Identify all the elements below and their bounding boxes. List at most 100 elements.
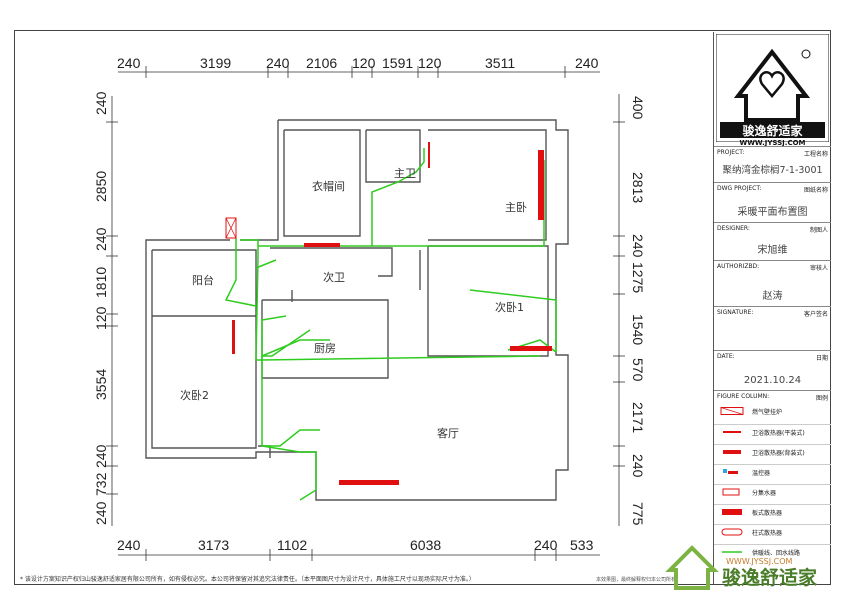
living-radiator	[339, 480, 399, 485]
right-dimension-line	[613, 94, 625, 526]
dim-top-9: 240	[575, 55, 599, 71]
project-cn-label: 工程名称	[803, 151, 828, 158]
date-value: 2021.10.24	[743, 375, 802, 386]
footer-note-2: 本效果图，最终解释权归本公司所有	[596, 577, 677, 583]
room-master-bedroom: 主卧	[505, 201, 527, 214]
bath-radiator-back-icon	[720, 448, 744, 455]
legend-label: 分集水器	[752, 490, 777, 497]
dim-top-7: 120	[418, 55, 442, 71]
dim-right-9: 775	[630, 502, 646, 526]
dim-left-9: 240	[93, 501, 109, 525]
brand-logo: 骏逸舒适家	[716, 34, 829, 142]
project-label: PROJECT:	[717, 149, 745, 156]
dim-right-1: 400	[630, 96, 646, 120]
signature-cn-label: 客户签名	[803, 311, 828, 318]
dim-top-6: 1591	[382, 55, 413, 71]
dim-left-3: 240	[93, 227, 109, 251]
dim-top-3: 240	[266, 55, 290, 71]
dim-bottom-4: 6038	[410, 537, 441, 553]
legend-item: 卫浴散热器(背装式)	[714, 444, 831, 459]
designer-value: 宋旭维	[757, 245, 788, 256]
dim-left-7: 240	[93, 444, 109, 468]
bedroom1-radiator	[510, 346, 552, 351]
room-second-bath: 次卫	[323, 270, 345, 284]
legend-item: 柱式散热器	[714, 524, 831, 539]
top-dimension-line	[118, 66, 600, 78]
dim-top-5: 120	[352, 55, 376, 71]
room-balcony: 阳台	[192, 273, 214, 287]
left-dimension-labels: 240 2850 240 1810 120 3554 240 732 240	[93, 91, 109, 525]
room-cloakroom: 衣帽间	[312, 179, 345, 193]
signature-label: SIGNATURE:	[717, 309, 754, 316]
dim-right-8: 240	[630, 454, 646, 478]
author-label: AUTHORIZBD:	[717, 263, 760, 270]
dim-right-4: 1275	[630, 262, 646, 293]
legend-item: 卫浴散热器(平装式)	[714, 424, 831, 439]
boiler-icon	[225, 217, 237, 239]
bottom-dimension-line	[118, 549, 600, 561]
watermark-url: WWW.JYSSJ.COM	[726, 557, 793, 566]
title-block: 骏逸舒适家 WWW.JYSSJ.COM PROJECT: 工程名称 聚纳湾金棕榈…	[713, 32, 831, 584]
designer-row: DESIGNER: 制图人 宋旭维	[714, 222, 831, 260]
dim-top-4: 2106	[306, 55, 337, 71]
logo-brand-text: 骏逸舒适家	[742, 123, 803, 138]
radiators	[225, 142, 552, 485]
dim-right-5: 1540	[630, 314, 646, 345]
legend-label: 柱式散热器	[752, 530, 783, 537]
author-row: AUTHORIZBD: 审核人 赵涛	[714, 260, 831, 306]
legend-item: 温控器	[714, 464, 831, 479]
manifold-icon	[720, 488, 744, 496]
panel-radiator-icon	[720, 508, 744, 515]
legend-label: 供暖线、回水线路	[752, 550, 801, 557]
bath-radiator	[304, 243, 340, 247]
legend-label: 板式散热器	[752, 510, 783, 517]
right-dimension-labels: 400 2813 240 1275 1540 570 2171 240 775	[630, 96, 646, 526]
dim-bottom-5: 240	[534, 537, 558, 553]
figure-cn-label: 图例	[815, 395, 828, 402]
room-master-bath: 主卫	[394, 167, 416, 180]
dim-right-7: 2171	[630, 402, 646, 433]
dim-left-8: 732	[93, 472, 109, 496]
dim-left-1: 240	[93, 91, 109, 115]
date-cn-label: 日期	[815, 355, 828, 362]
dim-left-6: 3554	[93, 369, 109, 400]
legend-label: 燃气壁挂炉	[752, 409, 783, 416]
room-bedroom1: 次卧1	[495, 300, 524, 314]
master-bath-radiator	[428, 142, 430, 168]
author-cn-label: 审核人	[809, 265, 828, 272]
dim-top-1: 240	[117, 55, 141, 71]
dim-top-2: 3199	[200, 55, 231, 71]
thermostat-icon	[720, 468, 744, 475]
dwg-label: DWG PROJECT:	[717, 185, 762, 192]
dwg-cn-label: 图纸名称	[803, 187, 828, 194]
dim-top-8: 3511	[485, 55, 515, 71]
signature-row: SIGNATURE: 客户签名	[714, 306, 831, 350]
left-dimension-line	[106, 96, 118, 526]
boiler-icon	[720, 407, 744, 415]
dim-right-6: 570	[630, 358, 646, 382]
pipe-line-icon	[720, 548, 744, 555]
dim-bottom-6: 533	[570, 537, 594, 553]
dim-right-3: 240	[630, 234, 646, 258]
legend-item: 供暖线、回水线路	[714, 544, 831, 559]
room-kitchen: 厨房	[314, 342, 336, 355]
legend-label: 卫浴散热器(背装式)	[752, 450, 805, 457]
balcony-radiator	[232, 320, 235, 354]
legend-item: 燃气壁挂炉	[714, 404, 831, 418]
footer-note: * 该设计方案知识产权归山骏逸舒适家居有限公司所有，如有侵权必究。本公司将保留对…	[20, 576, 475, 583]
legend-item: 板式散热器	[714, 504, 831, 519]
designer-label: DESIGNER:	[717, 225, 750, 232]
author-value: 赵涛	[762, 291, 783, 302]
legend-label: 卫浴散热器(平装式)	[752, 430, 805, 437]
watermark-brand: 骏逸舒适家	[722, 566, 818, 589]
dim-bottom-3: 1102	[277, 537, 307, 553]
watermark-logo: 骏逸舒适家 WWW.JYSSJ.COM	[665, 545, 818, 590]
bath-radiator-flat-icon	[720, 428, 744, 435]
legend-section: FIGURE COLUMN: 图例	[714, 390, 831, 584]
dim-bottom-2: 3173	[198, 537, 229, 553]
dim-left-2: 2850	[93, 171, 109, 202]
project-value: 聚纳湾金棕榈7-1-3001	[722, 165, 823, 176]
column-radiator-icon	[720, 528, 744, 536]
dim-left-5: 120	[93, 306, 109, 330]
dwg-value: 采暖平面布置图	[737, 207, 808, 218]
